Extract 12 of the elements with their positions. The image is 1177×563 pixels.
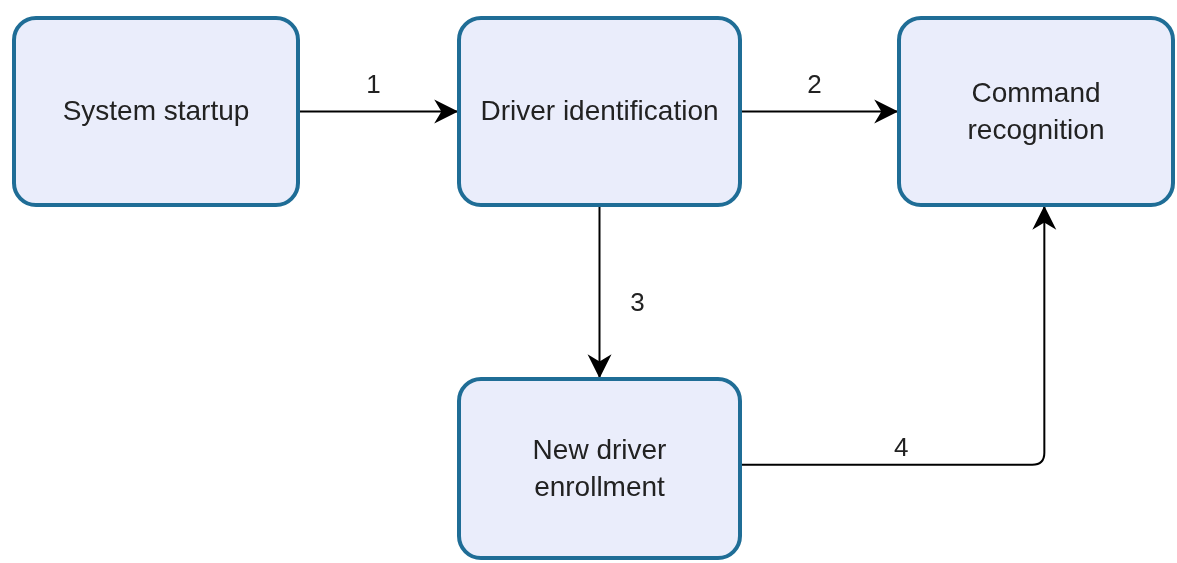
arrow <box>299 99 459 124</box>
process-box <box>897 16 1175 207</box>
process-box <box>12 16 300 207</box>
process-box <box>457 16 742 207</box>
box-label: System startup <box>62 94 250 129</box>
process-box <box>457 377 742 560</box>
arrow <box>741 99 899 124</box>
box-label: Command recognition <box>966 76 1106 147</box>
box-label: New driver enrollment <box>531 433 668 504</box>
arrow <box>587 206 612 379</box>
box-label: Driver identification <box>480 94 719 129</box>
arrow <box>741 205 1057 466</box>
